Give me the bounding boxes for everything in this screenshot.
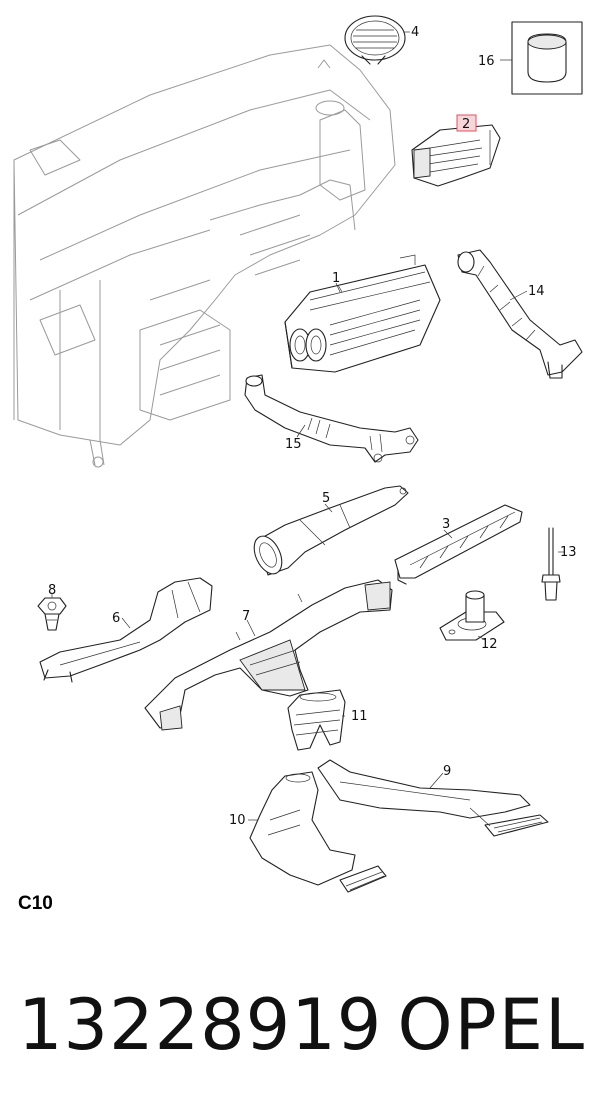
callouts: 4 16 2 1 14 15 5 3 13 8 6 7 12 11 9 10 bbox=[48, 25, 577, 828]
part-6-left-duct bbox=[39, 577, 213, 683]
part-13-rivet bbox=[541, 527, 564, 601]
part-10-floor-duct bbox=[249, 771, 387, 893]
callout-10: 10 bbox=[229, 813, 246, 828]
part-7-center-duct bbox=[144, 579, 393, 731]
callout-14: 14 bbox=[528, 284, 545, 299]
parts-diagram: 4 16 2 1 14 15 5 3 13 8 6 7 12 11 9 10 bbox=[13, 15, 583, 893]
part-4-round-vent bbox=[344, 15, 410, 65]
dashboard-illustration bbox=[13, 44, 396, 468]
callout-13: 13 bbox=[560, 545, 577, 560]
footer: 13228919 OPEL bbox=[0, 975, 600, 1075]
leader-lines bbox=[121, 284, 528, 821]
part-12-bracket bbox=[439, 590, 505, 641]
callout-15: 15 bbox=[285, 437, 302, 452]
part-15-duct-hose bbox=[244, 374, 419, 463]
part-8-clip bbox=[37, 594, 67, 631]
brand-name: OPEL bbox=[397, 984, 586, 1066]
part-3-vent-strip bbox=[394, 504, 523, 585]
part-9-floor-duct bbox=[317, 759, 549, 837]
callout-5: 5 bbox=[322, 491, 330, 506]
part-number: 13228919 bbox=[18, 984, 383, 1066]
callout-2: 2 bbox=[462, 117, 470, 132]
callout-9: 9 bbox=[443, 764, 451, 779]
callout-3: 3 bbox=[442, 517, 450, 532]
callout-12: 12 bbox=[481, 637, 498, 652]
part-1-center-vent bbox=[284, 254, 441, 373]
callout-11: 11 bbox=[351, 709, 368, 724]
callout-highlight-2 bbox=[456, 114, 477, 132]
callout-6: 6 bbox=[112, 611, 120, 626]
callout-16: 16 bbox=[478, 54, 495, 69]
part-11-connector bbox=[287, 689, 346, 751]
callout-1: 1 bbox=[332, 271, 340, 286]
part-5-duct bbox=[253, 485, 409, 576]
part-2-side-vent bbox=[411, 124, 501, 187]
callout-7: 7 bbox=[242, 609, 250, 624]
part-16-cap bbox=[500, 21, 583, 95]
section-code: C10 bbox=[18, 893, 53, 914]
part-14-duct-hose bbox=[457, 249, 583, 379]
callout-8: 8 bbox=[48, 583, 56, 598]
callout-4: 4 bbox=[411, 25, 419, 40]
